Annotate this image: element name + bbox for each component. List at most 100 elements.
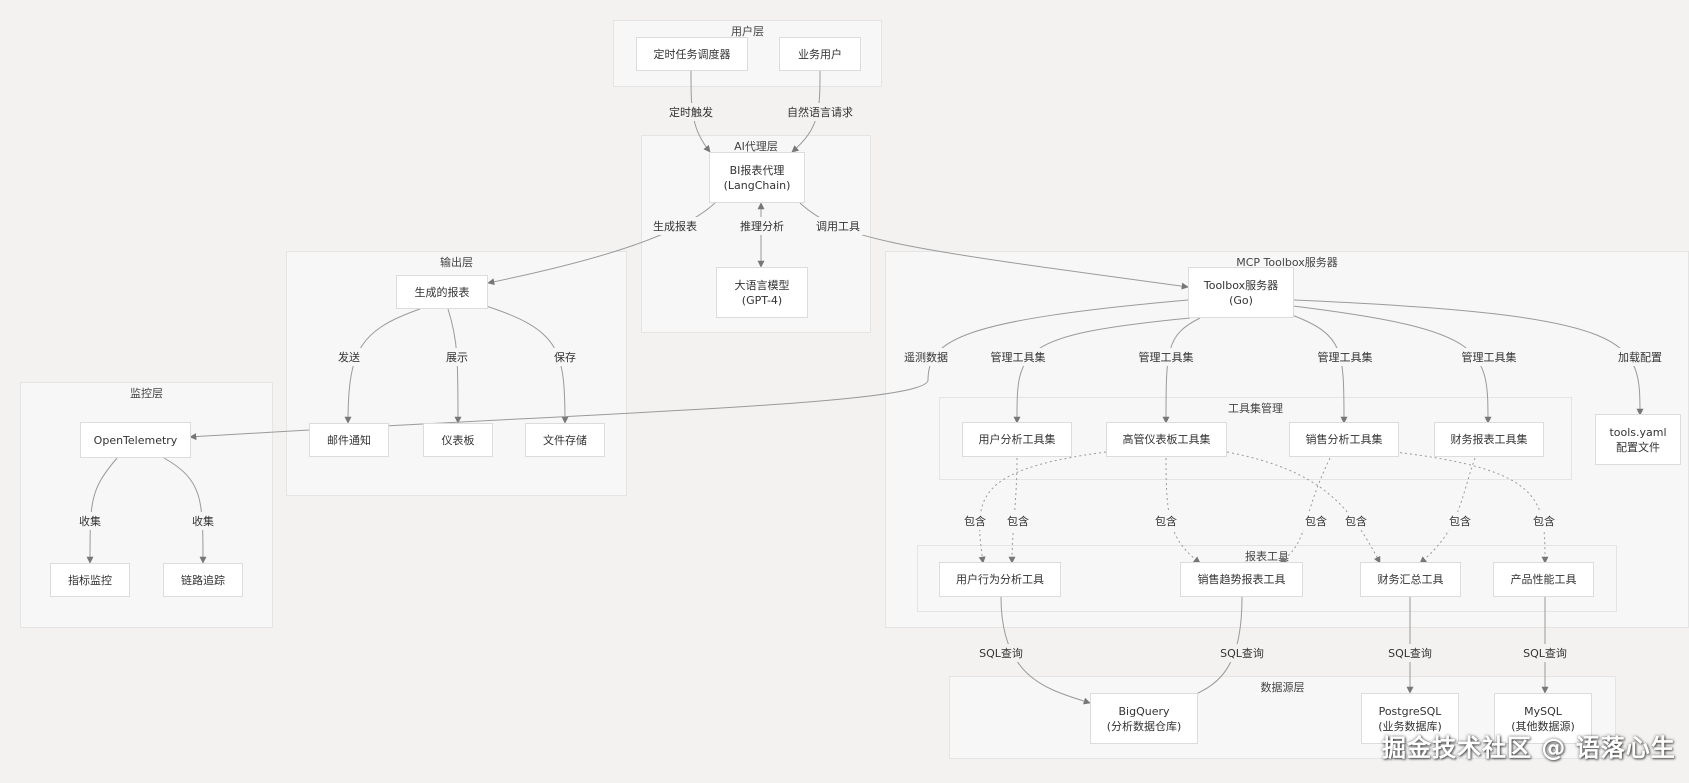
node-label: 仪表板 xyxy=(441,433,475,447)
node-scheduler[interactable]: 定时任务调度器 xyxy=(636,37,748,71)
node-bi-agent[interactable]: BI报表代理 (LangChain) xyxy=(709,152,805,203)
edge-toolbox-user-toolset xyxy=(1013,317,1191,424)
group-title: 报表工具 xyxy=(1245,550,1289,563)
node-label: 产品性能工具 xyxy=(1510,573,1577,586)
edge-label-manage-toolset-3: 管理工具集 xyxy=(1314,348,1376,366)
edge-label-manage-toolset-1: 管理工具集 xyxy=(987,348,1049,366)
node-postgresql[interactable]: PostgreSQL (业务数据库) xyxy=(1361,693,1459,744)
node-label-line1: BI报表代理 xyxy=(729,163,785,177)
node-label-line1: MySQL xyxy=(1524,704,1562,718)
edge-exec-toolset-behavior xyxy=(978,451,1107,564)
group-title: 用户层 xyxy=(731,25,764,38)
edge-label-sql-2: SQL查询 xyxy=(1217,644,1267,662)
edge-label-timed-trigger: 定时触发 xyxy=(666,103,716,121)
node-label: 业务用户 xyxy=(798,47,842,61)
edge-label-sql-3: SQL查询 xyxy=(1385,644,1435,662)
edge-label-manage-toolset-4: 管理工具集 xyxy=(1458,348,1520,366)
node-label: 链路追踪 xyxy=(181,573,225,587)
node-metrics[interactable]: 指标监控 xyxy=(50,563,130,597)
edge-sales-toolset-product xyxy=(1394,451,1549,564)
group-title: MCP Toolbox服务器 xyxy=(1236,256,1338,269)
edge-label-collect-1: 收集 xyxy=(76,512,104,530)
edge-agent-report xyxy=(487,202,716,286)
node-label-line1: 大语言模型 xyxy=(734,278,790,292)
group-title: 监控层 xyxy=(130,387,163,400)
node-finance-summary-tool[interactable]: 财务汇总工具 xyxy=(1360,562,1461,597)
node-user-toolset[interactable]: 用户分析工具集 xyxy=(962,422,1072,457)
node-label: 文件存储 xyxy=(543,433,587,447)
edge-toolbox-yaml xyxy=(1293,299,1644,416)
node-mysql[interactable]: MySQL (其他数据源) xyxy=(1494,693,1592,744)
node-label-line2: 配置文件 xyxy=(1616,440,1660,454)
edge-report-dashboard xyxy=(447,308,462,424)
edge-user-toolset-behavior xyxy=(1008,457,1018,564)
edge-label-contains-6: 包含 xyxy=(1446,512,1474,530)
node-user-behavior-tool[interactable]: 用户行为分析工具 xyxy=(939,562,1061,597)
node-label: 定时任务调度器 xyxy=(653,47,731,61)
node-label-line2: (其他数据源) xyxy=(1511,719,1575,733)
edge-otel-metrics xyxy=(86,457,118,564)
node-generated-report[interactable]: 生成的报表 xyxy=(396,275,488,309)
node-label-line2: (分析数据仓库) xyxy=(1106,719,1182,733)
edge-label-contains-3: 包含 xyxy=(1152,512,1180,530)
edge-toolbox-finance-toolset xyxy=(1292,305,1492,424)
node-business-user[interactable]: 业务用户 xyxy=(779,37,861,71)
node-label: 生成的报表 xyxy=(414,285,470,299)
group-title: AI代理层 xyxy=(734,140,778,153)
edge-label-display: 展示 xyxy=(443,348,471,366)
node-opentelemetry[interactable]: OpenTelemetry xyxy=(80,422,191,458)
node-label-line1: tools.yaml xyxy=(1609,425,1667,439)
group-title: 输出层 xyxy=(440,256,473,269)
node-label: OpenTelemetry xyxy=(93,433,178,447)
edge-label-call-tools: 调用工具 xyxy=(813,217,863,235)
node-finance-toolset[interactable]: 财务报表工具集 xyxy=(1434,422,1544,457)
edge-label-contains-4: 包含 xyxy=(1302,512,1330,530)
node-label-line2: (GPT-4) xyxy=(741,293,783,307)
edge-otel-tracing xyxy=(163,457,207,564)
node-exec-toolset[interactable]: 高管仪表板工具集 xyxy=(1106,422,1227,457)
edge-exec-toolset-finance xyxy=(1226,451,1381,564)
edge-label-sql-1: SQL查询 xyxy=(976,644,1026,662)
node-sales-toolset[interactable]: 销售分析工具集 xyxy=(1289,422,1399,457)
edge-label-reasoning: 推理分析 xyxy=(737,217,787,235)
edge-label-contains-1: 包含 xyxy=(961,512,989,530)
edge-agent-toolbox xyxy=(799,202,1189,290)
node-label: 指标监控 xyxy=(68,573,112,587)
group-title: 数据源层 xyxy=(1260,681,1305,694)
node-toolbox-server[interactable]: Toolbox服务器 (Go) xyxy=(1188,267,1294,318)
node-sales-trend-tool[interactable]: 销售趋势报表工具 xyxy=(1180,562,1303,597)
edge-label-contains-2: 包含 xyxy=(1004,512,1032,530)
node-dashboard[interactable]: 仪表板 xyxy=(423,423,493,457)
node-label: 高管仪表板工具集 xyxy=(1122,433,1211,446)
node-label: 邮件通知 xyxy=(327,433,371,447)
edge-toolbox-sales-toolset xyxy=(1291,314,1348,424)
node-label: 用户分析工具集 xyxy=(978,433,1056,446)
edge-label-gen-report: 生成报表 xyxy=(650,217,700,235)
node-label-line1: BigQuery xyxy=(1118,704,1170,718)
edge-toolbox-otel xyxy=(189,299,1189,441)
node-llm[interactable]: 大语言模型 (GPT-4) xyxy=(716,267,808,318)
edge-label-send: 发送 xyxy=(335,348,363,366)
node-label: 财务报表工具集 xyxy=(1450,433,1528,446)
edge-exec-toolset-sales xyxy=(1165,457,1201,564)
edge-label-load-config: 加载配置 xyxy=(1615,348,1665,366)
node-label-line2: (Go) xyxy=(1229,293,1253,307)
node-label-line2: (业务数据库) xyxy=(1378,719,1442,733)
node-label: 财务汇总工具 xyxy=(1377,573,1444,586)
node-tools-yaml[interactable]: tools.yaml 配置文件 xyxy=(1595,414,1681,465)
node-label-line1: Toolbox服务器 xyxy=(1203,278,1279,292)
node-label: 销售分析工具集 xyxy=(1305,433,1383,446)
node-email[interactable]: 邮件通知 xyxy=(309,423,389,457)
watermark: 掘金技术社区 @ 语落心生 xyxy=(1382,734,1676,762)
node-label-line2: (LangChain) xyxy=(723,178,791,192)
edge-report-storage xyxy=(485,305,569,424)
node-tracing[interactable]: 链路追踪 xyxy=(163,563,243,597)
edge-sales-toolset-sales xyxy=(1279,457,1331,564)
node-file-storage[interactable]: 文件存储 xyxy=(525,423,605,457)
node-bigquery[interactable]: BigQuery (分析数据仓库) xyxy=(1090,693,1198,744)
edge-label-contains-7: 包含 xyxy=(1530,512,1558,530)
edge-label-telemetry: 遥测数据 xyxy=(901,348,951,366)
node-product-perf-tool[interactable]: 产品性能工具 xyxy=(1493,562,1594,597)
edge-label-nl-request: 自然语言请求 xyxy=(784,103,856,121)
